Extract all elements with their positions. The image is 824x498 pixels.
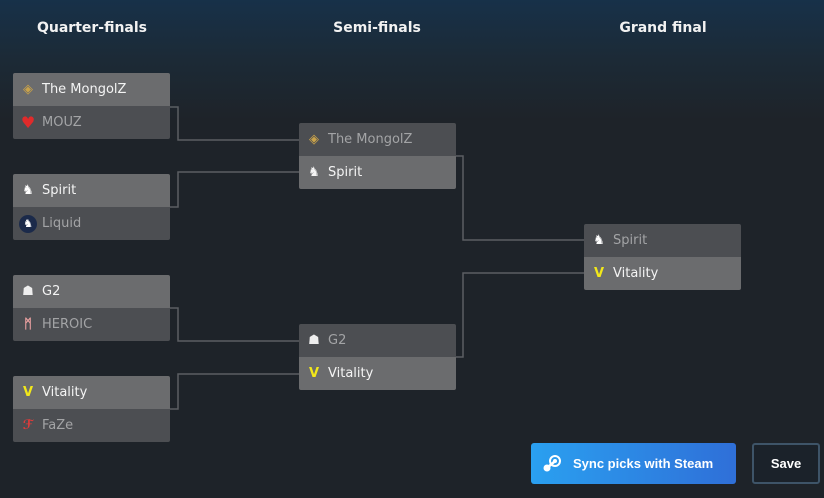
grand-final-match: ♞ Spirit V Vitality: [584, 224, 741, 290]
team-row-g2[interactable]: ☗ G2: [299, 324, 456, 357]
vitality-logo-icon: V: [22, 385, 34, 400]
qf-match-3: ☗ G2 ᛗ HEROIC: [13, 275, 170, 341]
team-row-vitality[interactable]: V Vitality: [584, 257, 741, 290]
team-row-spirit[interactable]: ♞ Spirit: [584, 224, 741, 257]
g2-logo-icon: ☗: [22, 284, 34, 299]
team-name: Liquid: [42, 216, 82, 231]
team-name: MOUZ: [42, 115, 82, 130]
save-label: Save: [770, 456, 802, 471]
mongolz-logo-icon: ◈: [23, 82, 33, 97]
sync-steam-label: Sync picks with Steam: [573, 456, 714, 471]
connector-qf3: [170, 307, 299, 342]
faze-logo-icon: ℱ: [22, 418, 34, 433]
sf-match-1: ◈ The MongolZ ♞ Spirit: [299, 123, 456, 189]
qf-match-4: V Vitality ℱ FaZe: [13, 376, 170, 442]
connector-qf4: [170, 373, 299, 410]
steam-icon: [543, 454, 561, 471]
team-name: FaZe: [42, 418, 74, 433]
team-row-spirit[interactable]: ♞ Spirit: [299, 156, 456, 189]
vitality-logo-icon: V: [593, 266, 605, 281]
team-name: G2: [42, 284, 61, 299]
team-row-faze[interactable]: ℱ FaZe: [13, 409, 170, 442]
team-row-spirit[interactable]: ♞ Spirit: [13, 174, 170, 207]
team-name: Vitality: [42, 385, 88, 400]
team-row-mongolz[interactable]: ◈ The MongolZ: [13, 73, 170, 106]
team-row-mouz[interactable]: ♥ MOUZ: [13, 106, 170, 139]
team-row-vitality[interactable]: V Vitality: [299, 357, 456, 390]
g2-logo-icon: ☗: [308, 333, 320, 348]
team-row-vitality[interactable]: V Vitality: [13, 376, 170, 409]
team-row-g2[interactable]: ☗ G2: [13, 275, 170, 308]
spirit-logo-icon: ♞: [22, 183, 34, 198]
team-row-liquid[interactable]: ♞ Liquid: [13, 207, 170, 240]
team-name: G2: [328, 333, 347, 348]
vitality-logo-icon: V: [308, 366, 320, 381]
team-name: Spirit: [42, 183, 77, 198]
spirit-logo-icon: ♞: [308, 165, 320, 180]
sf-match-2: ☗ G2 V Vitality: [299, 324, 456, 390]
header-semi-finals: Semi-finals: [333, 20, 421, 36]
team-name: The MongolZ: [42, 82, 127, 97]
team-name: Vitality: [613, 266, 659, 281]
save-button[interactable]: Save: [752, 443, 820, 484]
qf-match-1: ◈ The MongolZ ♥ MOUZ: [13, 73, 170, 139]
team-name: Vitality: [328, 366, 374, 381]
mongolz-logo-icon: ◈: [309, 132, 319, 147]
sync-steam-button[interactable]: Sync picks with Steam: [531, 443, 736, 484]
team-row-mongolz[interactable]: ◈ The MongolZ: [299, 123, 456, 156]
header-quarter-finals: Quarter-finals: [36, 20, 148, 36]
mouz-logo-icon: ♥: [20, 113, 36, 132]
connector-sf1: [456, 155, 584, 241]
team-name: HEROIC: [42, 317, 93, 332]
team-name: Spirit: [328, 165, 363, 180]
team-name: The MongolZ: [328, 132, 413, 147]
connector-qf1: [170, 106, 299, 141]
connector-sf2: [456, 272, 584, 358]
team-row-heroic[interactable]: ᛗ HEROIC: [13, 308, 170, 341]
heroic-logo-icon: ᛗ: [24, 317, 32, 332]
team-name: Spirit: [613, 233, 648, 248]
connector-qf2: [170, 171, 299, 208]
qf-match-2: ♞ Spirit ♞ Liquid: [13, 174, 170, 240]
header-grand-final: Grand final: [619, 20, 707, 36]
spirit-logo-icon: ♞: [593, 233, 605, 248]
liquid-logo-icon: ♞: [19, 214, 37, 233]
